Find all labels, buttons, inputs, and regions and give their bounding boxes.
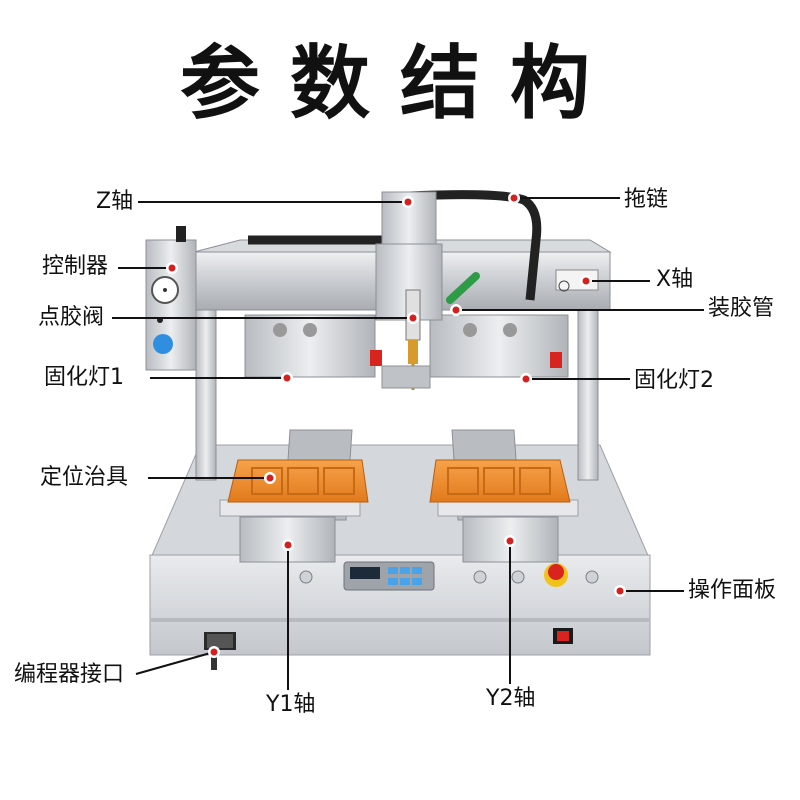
label-programmer-port: 编程器接口 <box>14 662 125 687</box>
leader-lamp-1 <box>150 372 293 384</box>
marker-dot-valve <box>409 314 417 322</box>
marker-dot-glue-tube <box>452 306 460 314</box>
z-axis-head <box>375 191 480 390</box>
leader-drag-chain <box>508 192 620 204</box>
curing-lamps <box>244 314 569 378</box>
label-operation-panel: 操作面板 <box>688 578 777 603</box>
leader-x-axis <box>580 275 650 287</box>
leader-controller <box>118 262 178 274</box>
leader-z-axis <box>138 196 414 208</box>
label-y2-axis: Y2轴 <box>486 686 536 711</box>
marker-dot-y1 <box>284 541 292 549</box>
fixtures <box>219 459 579 517</box>
leader-valve <box>112 312 419 324</box>
leader-glue-tube <box>450 304 704 316</box>
leader-panel <box>614 585 684 597</box>
leader-fixture <box>148 472 276 484</box>
label-z-axis: Z轴 <box>96 189 134 214</box>
marker-dot-drag-chain <box>510 194 518 202</box>
operation-panel-graphic <box>299 561 599 644</box>
label-drag-chain: 拖链 <box>624 187 669 212</box>
label-glue-tube: 装胶管 <box>708 296 775 321</box>
marker-dot-lamp-2 <box>522 375 530 383</box>
label-dispensing-valve: 点胶阀 <box>38 305 105 330</box>
label-controller: 控制器 <box>42 254 109 279</box>
leader-y2 <box>504 535 516 684</box>
marker-dot-x-axis <box>582 277 590 285</box>
marker-dot-port <box>210 648 218 656</box>
leader-lamp-2 <box>520 373 630 385</box>
marker-dot-controller <box>168 264 176 272</box>
marker-dot-panel <box>616 587 624 595</box>
marker-dot-y2 <box>506 537 514 545</box>
label-y1-axis: Y1轴 <box>266 692 316 717</box>
label-x-axis: X轴 <box>656 267 694 292</box>
marker-dot-lamp-1 <box>283 374 291 382</box>
label-curing-lamp-2: 固化灯2 <box>634 368 714 393</box>
label-curing-lamp-1: 固化灯1 <box>44 365 124 390</box>
marker-dot-z-axis <box>404 198 412 206</box>
controller-box <box>145 226 197 371</box>
programmer-port-graphic <box>204 632 236 670</box>
label-positioning-fixture: 定位治具 <box>40 465 129 490</box>
page-title: 参数结构 <box>180 37 620 130</box>
leader-y1 <box>282 539 294 690</box>
leader-port <box>135 646 220 675</box>
marker-dot-fixture <box>266 474 274 482</box>
